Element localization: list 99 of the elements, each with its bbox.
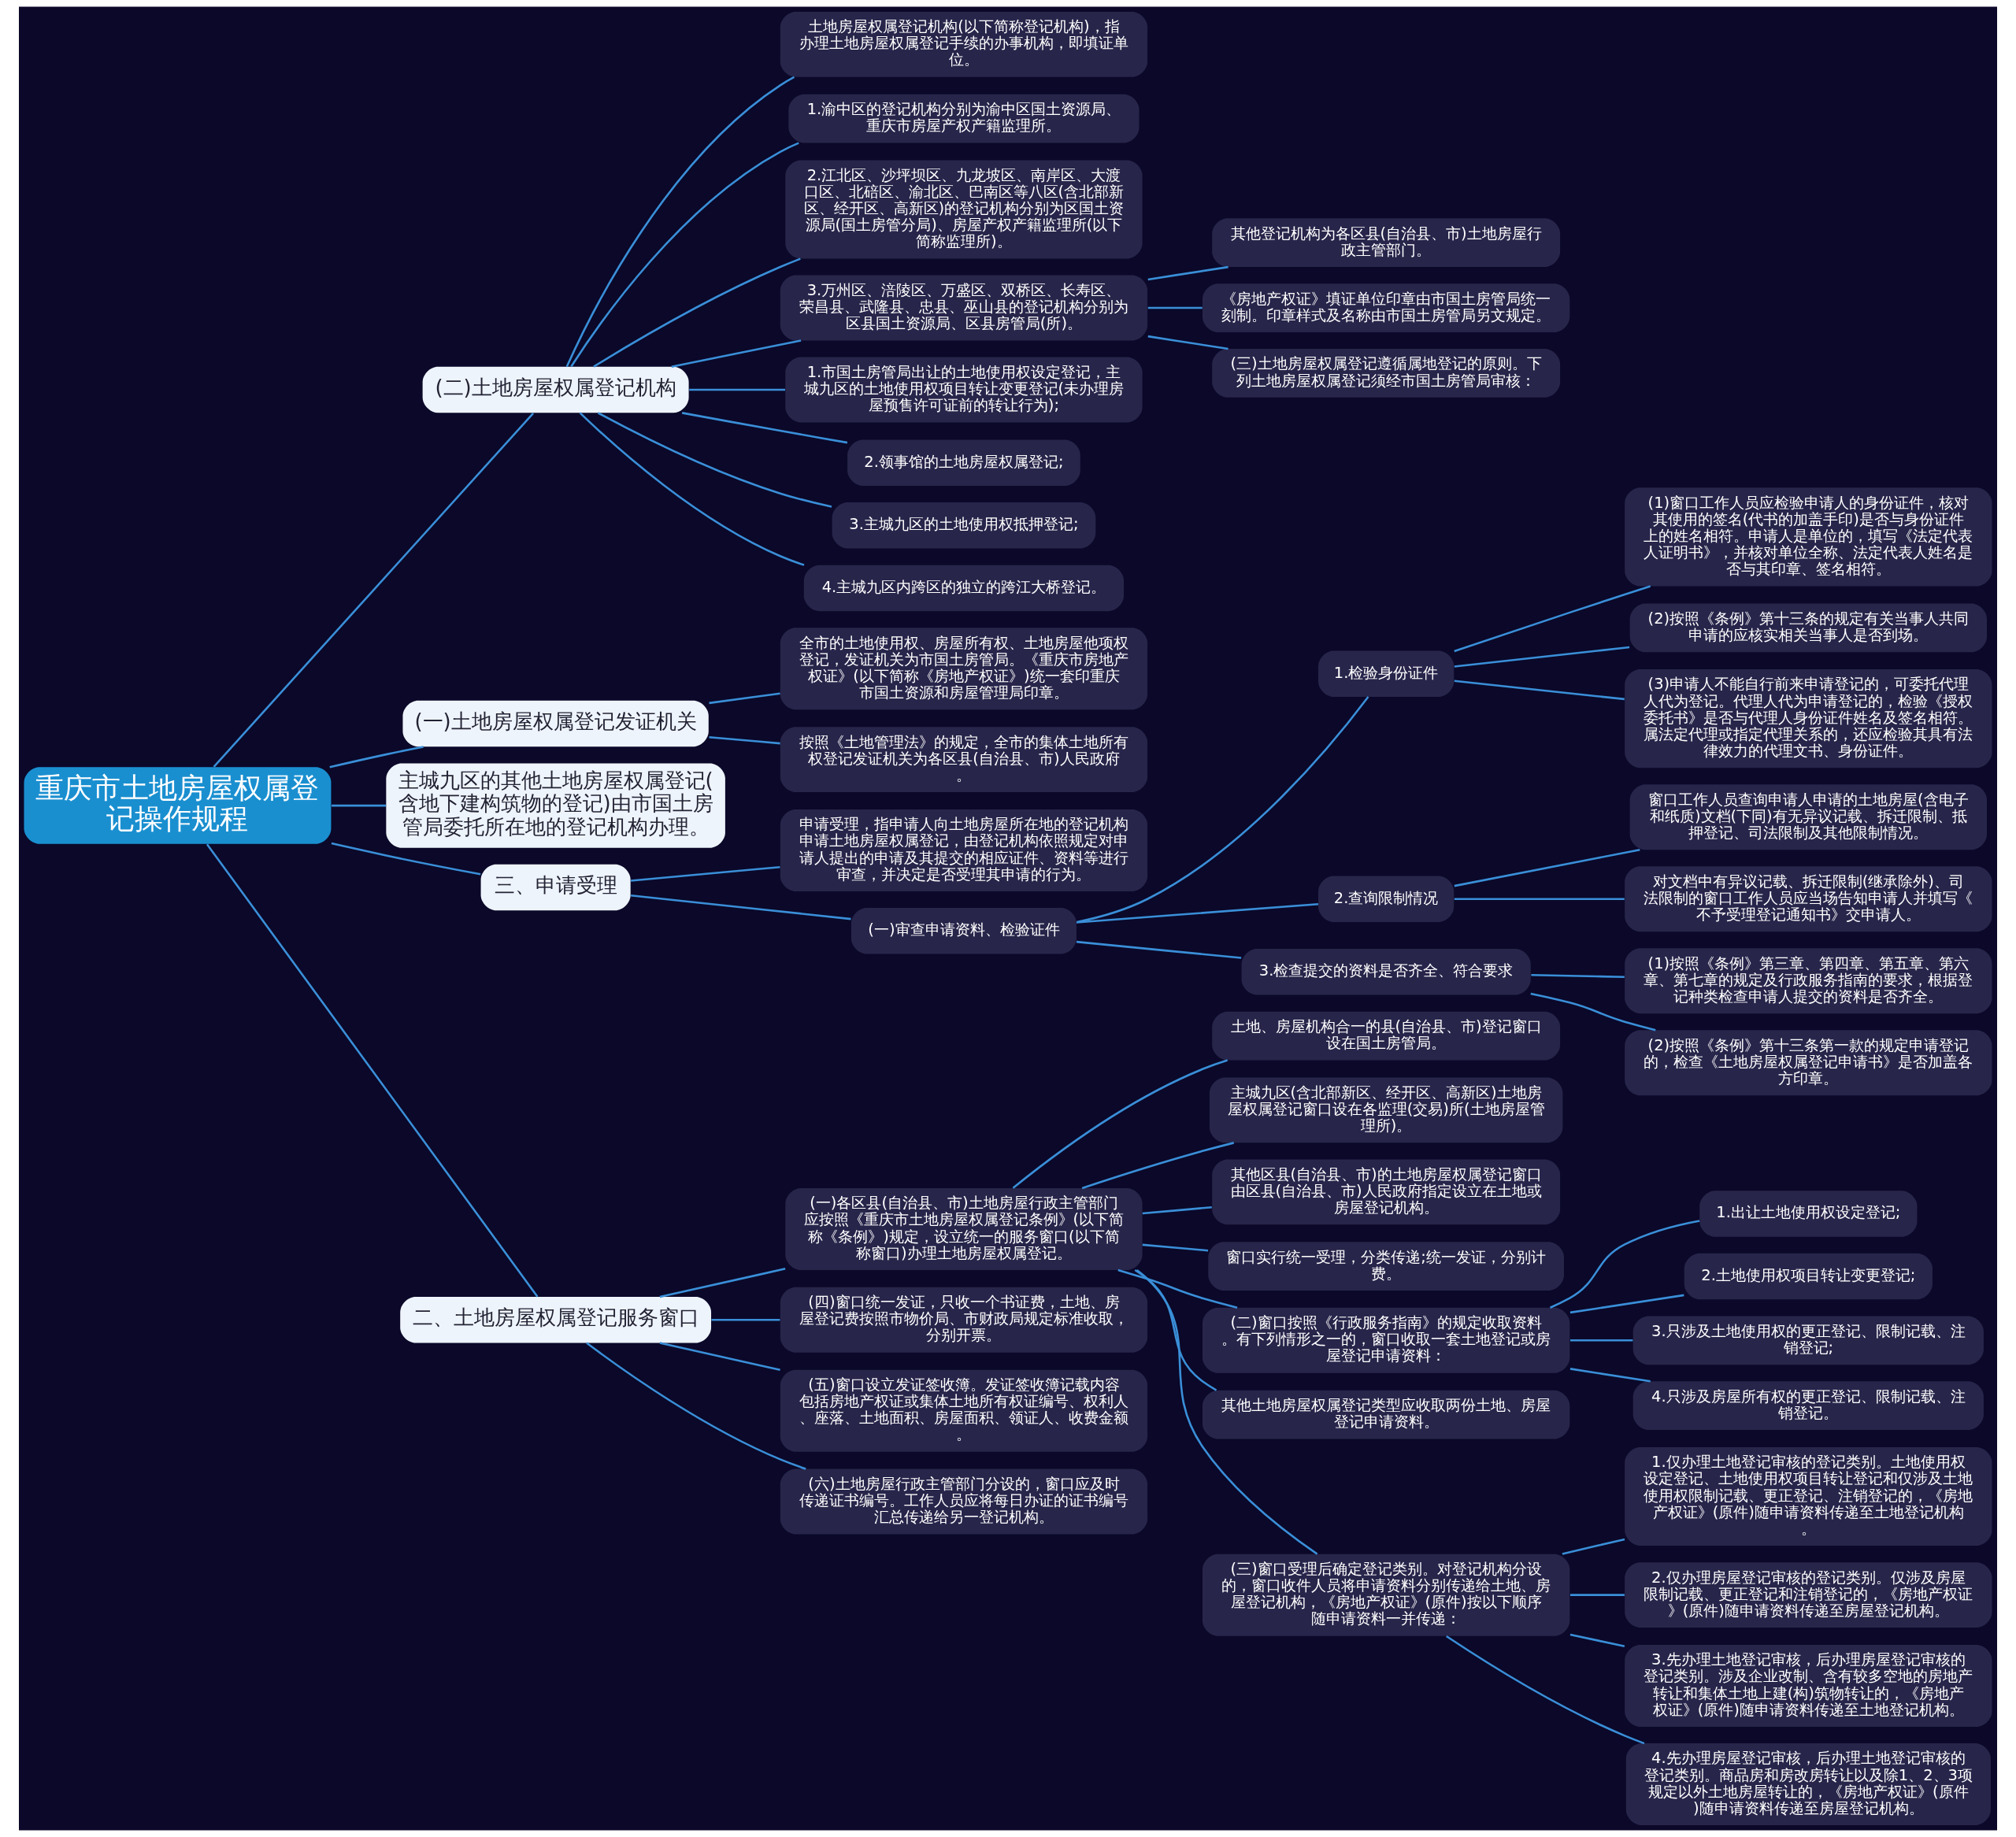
node-box: 全市的土地使用权、房屋所有权、土地房屋他项权登记，发证机关为市国土房管局。《重庆市房地产权证》(以下简称《房地产权证》)统一套印重庆市国土资源和房屋管理局印章。 bbox=[780, 628, 1148, 710]
connector bbox=[565, 76, 795, 368]
node-box: 其他登记机构为各区县(自治县、市)土地房屋行政主管部门。 bbox=[1212, 218, 1561, 268]
connector bbox=[579, 412, 805, 566]
node-box: 二、土地房屋权属登记服务窗口 bbox=[400, 1297, 712, 1343]
connector bbox=[1147, 335, 1228, 350]
connector bbox=[1012, 1059, 1228, 1189]
node-box: 1.渝中区的登记机构分别为渝中区国土资源局、重庆市房屋产权产籍监理所。 bbox=[788, 94, 1140, 143]
connector bbox=[1454, 848, 1640, 887]
node-box: 其他土地房屋权属登记类型应收取两份土地、房屋登记申请资料。 bbox=[1203, 1390, 1570, 1439]
connector bbox=[206, 843, 539, 1298]
node-box: (二)土地房屋权属登记机构 bbox=[422, 366, 689, 413]
node-box: 4.主城九区内跨区的独立的跨江大桥登记。 bbox=[803, 565, 1125, 612]
node-box: 1.市国土房管局出让的土地使用权设定登记，主城九区的土地使用权项目转让变更登记(未办理房屋预售许可证前的转让行为); bbox=[785, 357, 1143, 423]
connector bbox=[1454, 898, 1625, 900]
node-box: 主城九区的其他土地房屋权属登记(含地下建构筑物的登记)由市国土房管局委托所在地的登记机构办理。 bbox=[386, 763, 725, 848]
node-box: (3)申请人不能自行前来申请登记的，可委托代理人代为登记。代理人代为申请登记的，检验《授权委托书》是否与代理人身份证件姓名及签名相符。属法定代理或指定代理关系的，还应检验其具有法律效力的代理文书、身份证件。 bbox=[1625, 669, 1992, 769]
connector bbox=[1531, 973, 1625, 979]
node-box: (三)土地房屋权属登记遵循属地登记的原则。下列土地房屋权属登记须经市国土房管局审核： bbox=[1212, 349, 1561, 398]
node-box: 3.只涉及土地使用权的更正登记、限制记载、注销登记; bbox=[1632, 1316, 1984, 1365]
node-box: (一)土地房屋权属登记发证机关 bbox=[402, 700, 709, 747]
connector bbox=[213, 412, 535, 768]
node-box: (五)窗口设立发证签收簿。发证签收簿记载内容包括房地产权证或集体土地所有权证编号、权利人、座落、土地面积、房屋面积、领证人、收费金额。 bbox=[780, 1369, 1148, 1452]
node-box: 1.检验身份证件 bbox=[1318, 650, 1455, 697]
node-box: 三、申请受理 bbox=[480, 864, 631, 911]
connector bbox=[332, 804, 386, 807]
connector bbox=[1136, 1268, 1318, 1555]
connector bbox=[659, 1268, 786, 1298]
connector bbox=[331, 842, 481, 876]
connector bbox=[671, 339, 802, 368]
connector bbox=[1076, 902, 1319, 924]
connector bbox=[1134, 1268, 1217, 1391]
node-box: (三)窗口受理后确定登记类别。对登记机构分设的，窗口收件人员将申请资料分别传递给土地、房屋登记机构，《房地产权证》(原件)按以下顺序随申请资料一并传递： bbox=[1203, 1554, 1570, 1636]
node-box: 2.查询限制情况 bbox=[1318, 876, 1455, 922]
node-box: 4.只涉及房屋所有权的更正登记、限制记载、注销登记。 bbox=[1632, 1381, 1984, 1431]
connector bbox=[329, 746, 424, 769]
node-box: 按照《土地管理法》的规定，全市的集体土地所有权登记发证机关为各区县(自治县、市)人民政府。 bbox=[780, 727, 1148, 793]
node-box: (2)按照《条例》第十三条的规定有关当事人共同申请的应核实相关当事人是否到场。 bbox=[1629, 603, 1987, 653]
connector bbox=[1530, 992, 1656, 1031]
node-box: 4.先办理房屋登记审核，后办理土地登记审核的登记类别。商品房和房改房转让以及除1、2、3项规定以外土地房屋转让的，《房地产权证》(原件)随申请资料传递至房屋登记机构。 bbox=[1625, 1743, 1991, 1826]
node-box: 其他区县(自治县、市)的土地房屋权属登记窗口由区县(自治县、市)人民政府指定设立在土地或房屋登记机构。 bbox=[1212, 1159, 1561, 1225]
node-box: (1)按照《条例》第三章、第四章、第五章、第六章、第七章的规定及行政服务指南的要求，根据登记种类检查申请人提交的资料是否齐全。 bbox=[1625, 948, 1992, 1014]
node-box: 土地房屋权属登记机构(以下简称登记机构)，指办理土地房屋权属登记手续的办事机构，即填证单位。 bbox=[780, 11, 1148, 77]
connector bbox=[1550, 1220, 1700, 1309]
connector bbox=[586, 1342, 806, 1470]
node-box: (六)土地房屋行政主管部门分设的，窗口应及时传递证书编号。工作人员应将每日办证的证书编号汇总传递给另一登记机构。 bbox=[780, 1468, 1148, 1535]
node-box: 窗口实行统一受理，分类传递;统一发证，分别计费。 bbox=[1208, 1242, 1564, 1291]
node-box: 3.检查提交的资料是否齐全、符合要求 bbox=[1241, 949, 1531, 995]
connector bbox=[1147, 265, 1228, 281]
connector bbox=[1117, 1268, 1238, 1309]
node-box: 对文档中有异议记载、拆迁限制(继承除外)、司法限制的窗口工作人员应当场告知申请人并填写《不予受理登记通知书》交申请人。 bbox=[1625, 866, 1992, 932]
node-box: 3.主城九区的土地使用权抵押登记; bbox=[832, 502, 1096, 549]
node-box: 2.江北区、沙坪坝区、九龙坡区、南岸区、大渡口区、北碚区、渝北区、巴南区等八区(含北部新区、经开区、高新区)的登记机构分别为区国土资源局(国土房管分局)、房屋产权产籍监理所(以下简称监理所)。 bbox=[785, 160, 1143, 259]
connector bbox=[1142, 1243, 1209, 1252]
connector bbox=[711, 1319, 780, 1321]
node-box: (一)各区县(自治县、市)土地房屋行政主管部门应按照《重庆市土地房屋权属登记条例》(以下简称《条例》)规定，设立统一的服务窗口(以下简称窗口)办理土地房屋权属登记。 bbox=[785, 1187, 1143, 1270]
connector bbox=[681, 412, 848, 444]
connector bbox=[709, 692, 780, 705]
node-box: (四)窗口统一发证，只收一个书证费，土地、房屋登记费按照市物价局、市财政局规定标准收取，分别开票。 bbox=[780, 1287, 1148, 1353]
connector bbox=[1081, 1142, 1235, 1190]
connector bbox=[593, 257, 801, 368]
connector bbox=[1147, 306, 1203, 309]
node-box: 主城九区(含北部新区、经开区、高新区)土地房屋权属登记窗口设在各监理(交易)所(土地房屋管理所)。 bbox=[1209, 1077, 1563, 1143]
node-box: (二)窗口按照《行政服务指南》的规定收取资料。有下列情形之一的，窗口收取一套土地登记或房屋登记申请资料： bbox=[1203, 1307, 1570, 1373]
connector bbox=[1569, 1633, 1625, 1648]
connector bbox=[1454, 646, 1630, 668]
connector bbox=[709, 735, 780, 745]
node-box: 重庆市土地房屋权属登记操作规程 bbox=[24, 767, 332, 844]
node-box: 3.万州区、涪陵区、万盛区、双桥区、长寿区、荣昌县、武隆县、忠县、巫山县的登记机构分别为区县国土资源局、区县房管局(所)。 bbox=[780, 275, 1148, 341]
node-box: 申请受理，指申请人向土地房屋所在地的登记机构申请土地房屋权属登记，由登记机构依照规定对申请人提出的申请及其提交的相应证件、资料等进行审查，并决定是否受理其申请的行为。 bbox=[780, 809, 1148, 891]
node-box: (2)按照《条例》第十三条第一款的规定申请登记的，检查《土地房屋权属登记申请书》是否加盖各方印章。 bbox=[1625, 1030, 1992, 1096]
connector bbox=[689, 388, 785, 391]
node-box: 2.土地使用权项目转让变更登记; bbox=[1684, 1253, 1933, 1300]
connector bbox=[1454, 680, 1625, 701]
connector bbox=[1454, 585, 1651, 653]
node-box: 《房地产权证》填证单位印章由市国土房管局统一刻制。印章样式及名称由市国土房管局另文规定。 bbox=[1203, 283, 1570, 332]
node-box: 2.仅办理房屋登记审核的登记类别。仅涉及房屋限制记载、更正登记和注销登记的，《房地产权证》(原件)随申请资料传递至房屋登记机构。 bbox=[1625, 1562, 1992, 1628]
connector bbox=[1569, 1594, 1625, 1596]
node-box: 1.仅办理土地登记审核的登记类别。土地使用权设定登记、土地使用权项目转让登记和仅涉及土地使用权限制记载、更正登记、注销登记的，《房地产权证》(原件)随申请资料传递至土地登记机构。 bbox=[1625, 1446, 1992, 1546]
connector bbox=[631, 865, 780, 882]
node-box: 2.领事馆的土地房屋权属登记; bbox=[847, 439, 1080, 486]
connector bbox=[1562, 1538, 1625, 1555]
connector bbox=[1076, 940, 1242, 959]
connector bbox=[659, 1342, 780, 1372]
connector bbox=[597, 412, 832, 508]
connector bbox=[1142, 1206, 1212, 1215]
connector bbox=[1077, 696, 1369, 924]
node-box: (1)窗口工作人员应检验申请人的身份证件，核对其使用的签名(代书的加盖手印)是否与身份证件上的姓名相符。申请人是单位的，填写《法定代表人证明书》，并核对单位全称、法定代表人姓名是否与其印章、签名相符。 bbox=[1625, 487, 1992, 587]
connector bbox=[1446, 1635, 1645, 1745]
connector bbox=[1569, 1294, 1684, 1314]
connector bbox=[630, 894, 851, 920]
connector bbox=[570, 142, 799, 368]
node-box: 土地、房屋机构合一的县(自治县、市)登记窗口设在国土房管局。 bbox=[1212, 1011, 1561, 1061]
connector bbox=[1569, 1339, 1633, 1342]
connector bbox=[1569, 1368, 1651, 1383]
node-box: (一)审查申请资料、检验证件 bbox=[850, 908, 1077, 954]
node-box: 3.先办理土地登记审核，后办理房屋登记审核的登记类别。涉及企业改制、含有较多空地的房地产转让和集体土地上建(构)筑物转让的，《房地产权证》(原件)随申请资料传递至土地登记机构。 bbox=[1625, 1645, 1992, 1727]
node-box: 窗口工作人员查询申请人申请的土地房屋(含电子和纸质)文档(下同)有无异议记载、拆迁限制、抵押登记、司法限制及其他限制情况。 bbox=[1629, 784, 1987, 850]
node-box: 1.出让土地使用权设定登记; bbox=[1699, 1191, 1918, 1237]
